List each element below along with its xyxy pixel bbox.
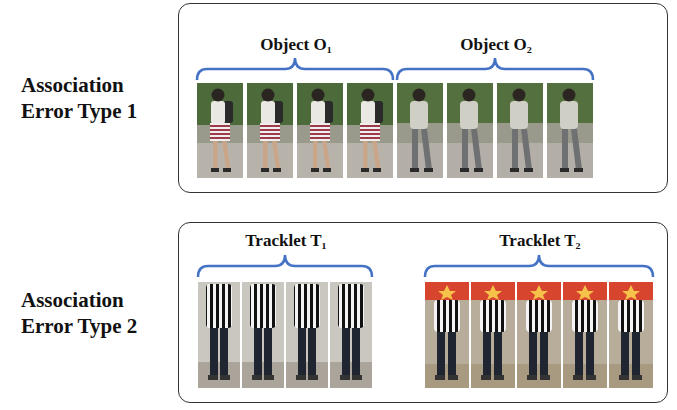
person-crop (471, 282, 515, 388)
curly-brace (198, 255, 372, 277)
curly-brace (197, 58, 393, 80)
person-crop (297, 83, 343, 178)
person-crop (286, 282, 328, 388)
row-heading: Association Error Type 1 (21, 72, 171, 125)
person-crop (198, 282, 240, 388)
person-crop (197, 83, 243, 178)
braces (197, 58, 653, 277)
person-crop (547, 83, 593, 178)
curly-brace (425, 255, 653, 277)
group-label: Tracklet T₂ (499, 231, 580, 251)
curly-brace (397, 58, 593, 80)
group-label: Object O₁ (260, 35, 332, 55)
person-crop (497, 83, 543, 178)
person-crop (242, 282, 284, 388)
person-crop (447, 83, 493, 178)
person-crop (609, 282, 653, 388)
group-label: Tracklet T₁ (245, 231, 326, 251)
person-crop (347, 83, 393, 178)
person-crop (330, 282, 372, 388)
person-crop (425, 282, 469, 388)
person-crop (517, 282, 561, 388)
person-crop (247, 83, 293, 178)
panel-box: Association Error Type 1Object O₁Object … (178, 3, 668, 193)
person-crops (197, 83, 653, 388)
group-label: Object O₂ (460, 35, 532, 55)
row-heading: Association Error Type 2 (21, 286, 171, 339)
panel-box: Association Error Type 2Tracklet T₁Track… (178, 222, 668, 403)
person-crop (563, 282, 607, 388)
person-crop (397, 83, 443, 178)
